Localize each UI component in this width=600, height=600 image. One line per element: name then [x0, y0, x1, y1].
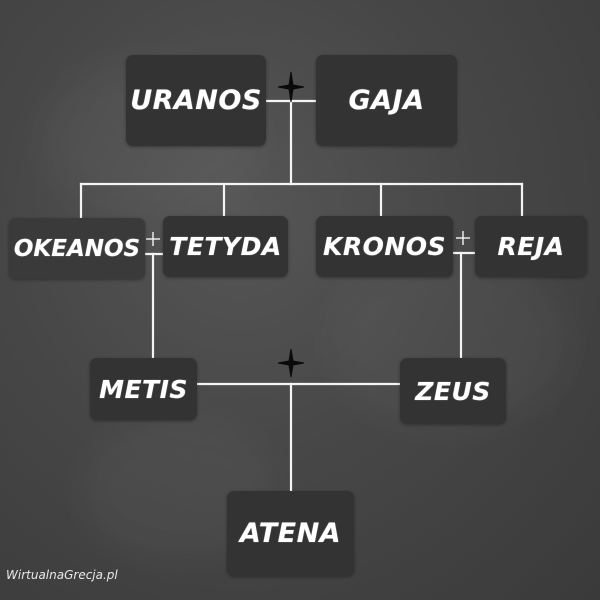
node-atena: ATENA	[227, 491, 354, 576]
marriage-star-metis-zeus	[277, 348, 305, 378]
node-reja: REJA	[475, 216, 587, 277]
watermark: WirtualnaGrecja.pl	[6, 568, 118, 582]
node-gaja: GAJA	[316, 55, 457, 146]
node-uranos: URANOS	[126, 55, 266, 146]
node-zeus: ZEUS	[400, 358, 506, 424]
node-metis: METIS	[90, 358, 197, 420]
node-okeanos: OKEANOS	[9, 218, 145, 279]
marriage-star-uranos-gaja	[277, 71, 305, 103]
marriage-cross-okeanos-tetyda	[146, 232, 160, 246]
node-tetyda: TETYDA	[163, 216, 288, 277]
node-kronos: KRONOS	[316, 216, 453, 277]
marriage-cross-kronos-reja	[456, 231, 470, 245]
